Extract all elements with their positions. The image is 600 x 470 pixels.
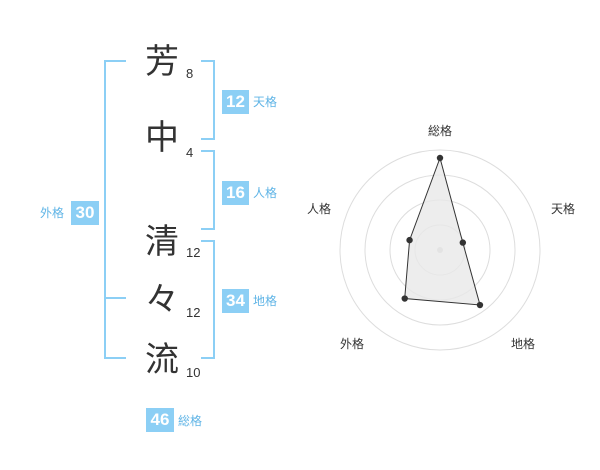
radar-label-jinkaku: 人格 xyxy=(307,202,332,216)
radar-ring xyxy=(389,199,491,301)
jinkaku-bracket xyxy=(201,150,215,230)
tenkaku-label: 天格 xyxy=(253,95,278,109)
radar-point xyxy=(406,236,413,244)
soukaku-value: 46 xyxy=(146,408,174,432)
soukaku-label: 総格 xyxy=(178,414,203,428)
radar-label-chikaku: 地格 xyxy=(511,337,536,351)
gaikaku-value: 30 xyxy=(71,201,99,225)
radar-point xyxy=(436,154,444,162)
gaikaku-bracket xyxy=(104,60,126,359)
radar-polygon xyxy=(404,156,481,306)
gaikaku-bracket-divider xyxy=(104,297,126,299)
stroke-count-4: 12 xyxy=(186,305,201,320)
stroke-count-5: 10 xyxy=(186,365,201,380)
jinkaku-value: 16 xyxy=(222,181,249,205)
radar-ring xyxy=(364,174,516,326)
tenkaku-bracket xyxy=(201,60,215,140)
radar-ring xyxy=(339,149,541,351)
name-char-3: 清 xyxy=(145,222,179,262)
gaikaku-label: 外格 xyxy=(40,206,65,220)
chikaku-value: 34 xyxy=(222,289,249,313)
name-char-5: 流 xyxy=(145,340,179,380)
name-char-4: 々 xyxy=(145,280,179,320)
chikaku-bracket xyxy=(201,240,215,359)
stroke-count-1: 8 xyxy=(186,66,194,81)
radar-label-gaikaku: 外格 xyxy=(340,337,365,351)
radar-point xyxy=(459,239,467,246)
radar-point xyxy=(401,295,408,302)
radar-ring xyxy=(414,224,466,276)
tenkaku-value: 12 xyxy=(222,90,249,114)
stroke-count-3: 12 xyxy=(186,245,201,260)
name-char-2: 中 xyxy=(145,118,179,158)
jinkaku-label: 人格 xyxy=(253,186,278,200)
radar-label-tenkaku: 天格 xyxy=(551,202,576,216)
radar-center-dot xyxy=(437,247,443,253)
radar-label-soukaku: 総格 xyxy=(428,124,453,138)
name-char-1: 芳 xyxy=(145,42,179,82)
radar-point xyxy=(476,301,484,309)
chikaku-label: 地格 xyxy=(253,294,278,308)
stroke-count-2: 4 xyxy=(186,145,194,160)
